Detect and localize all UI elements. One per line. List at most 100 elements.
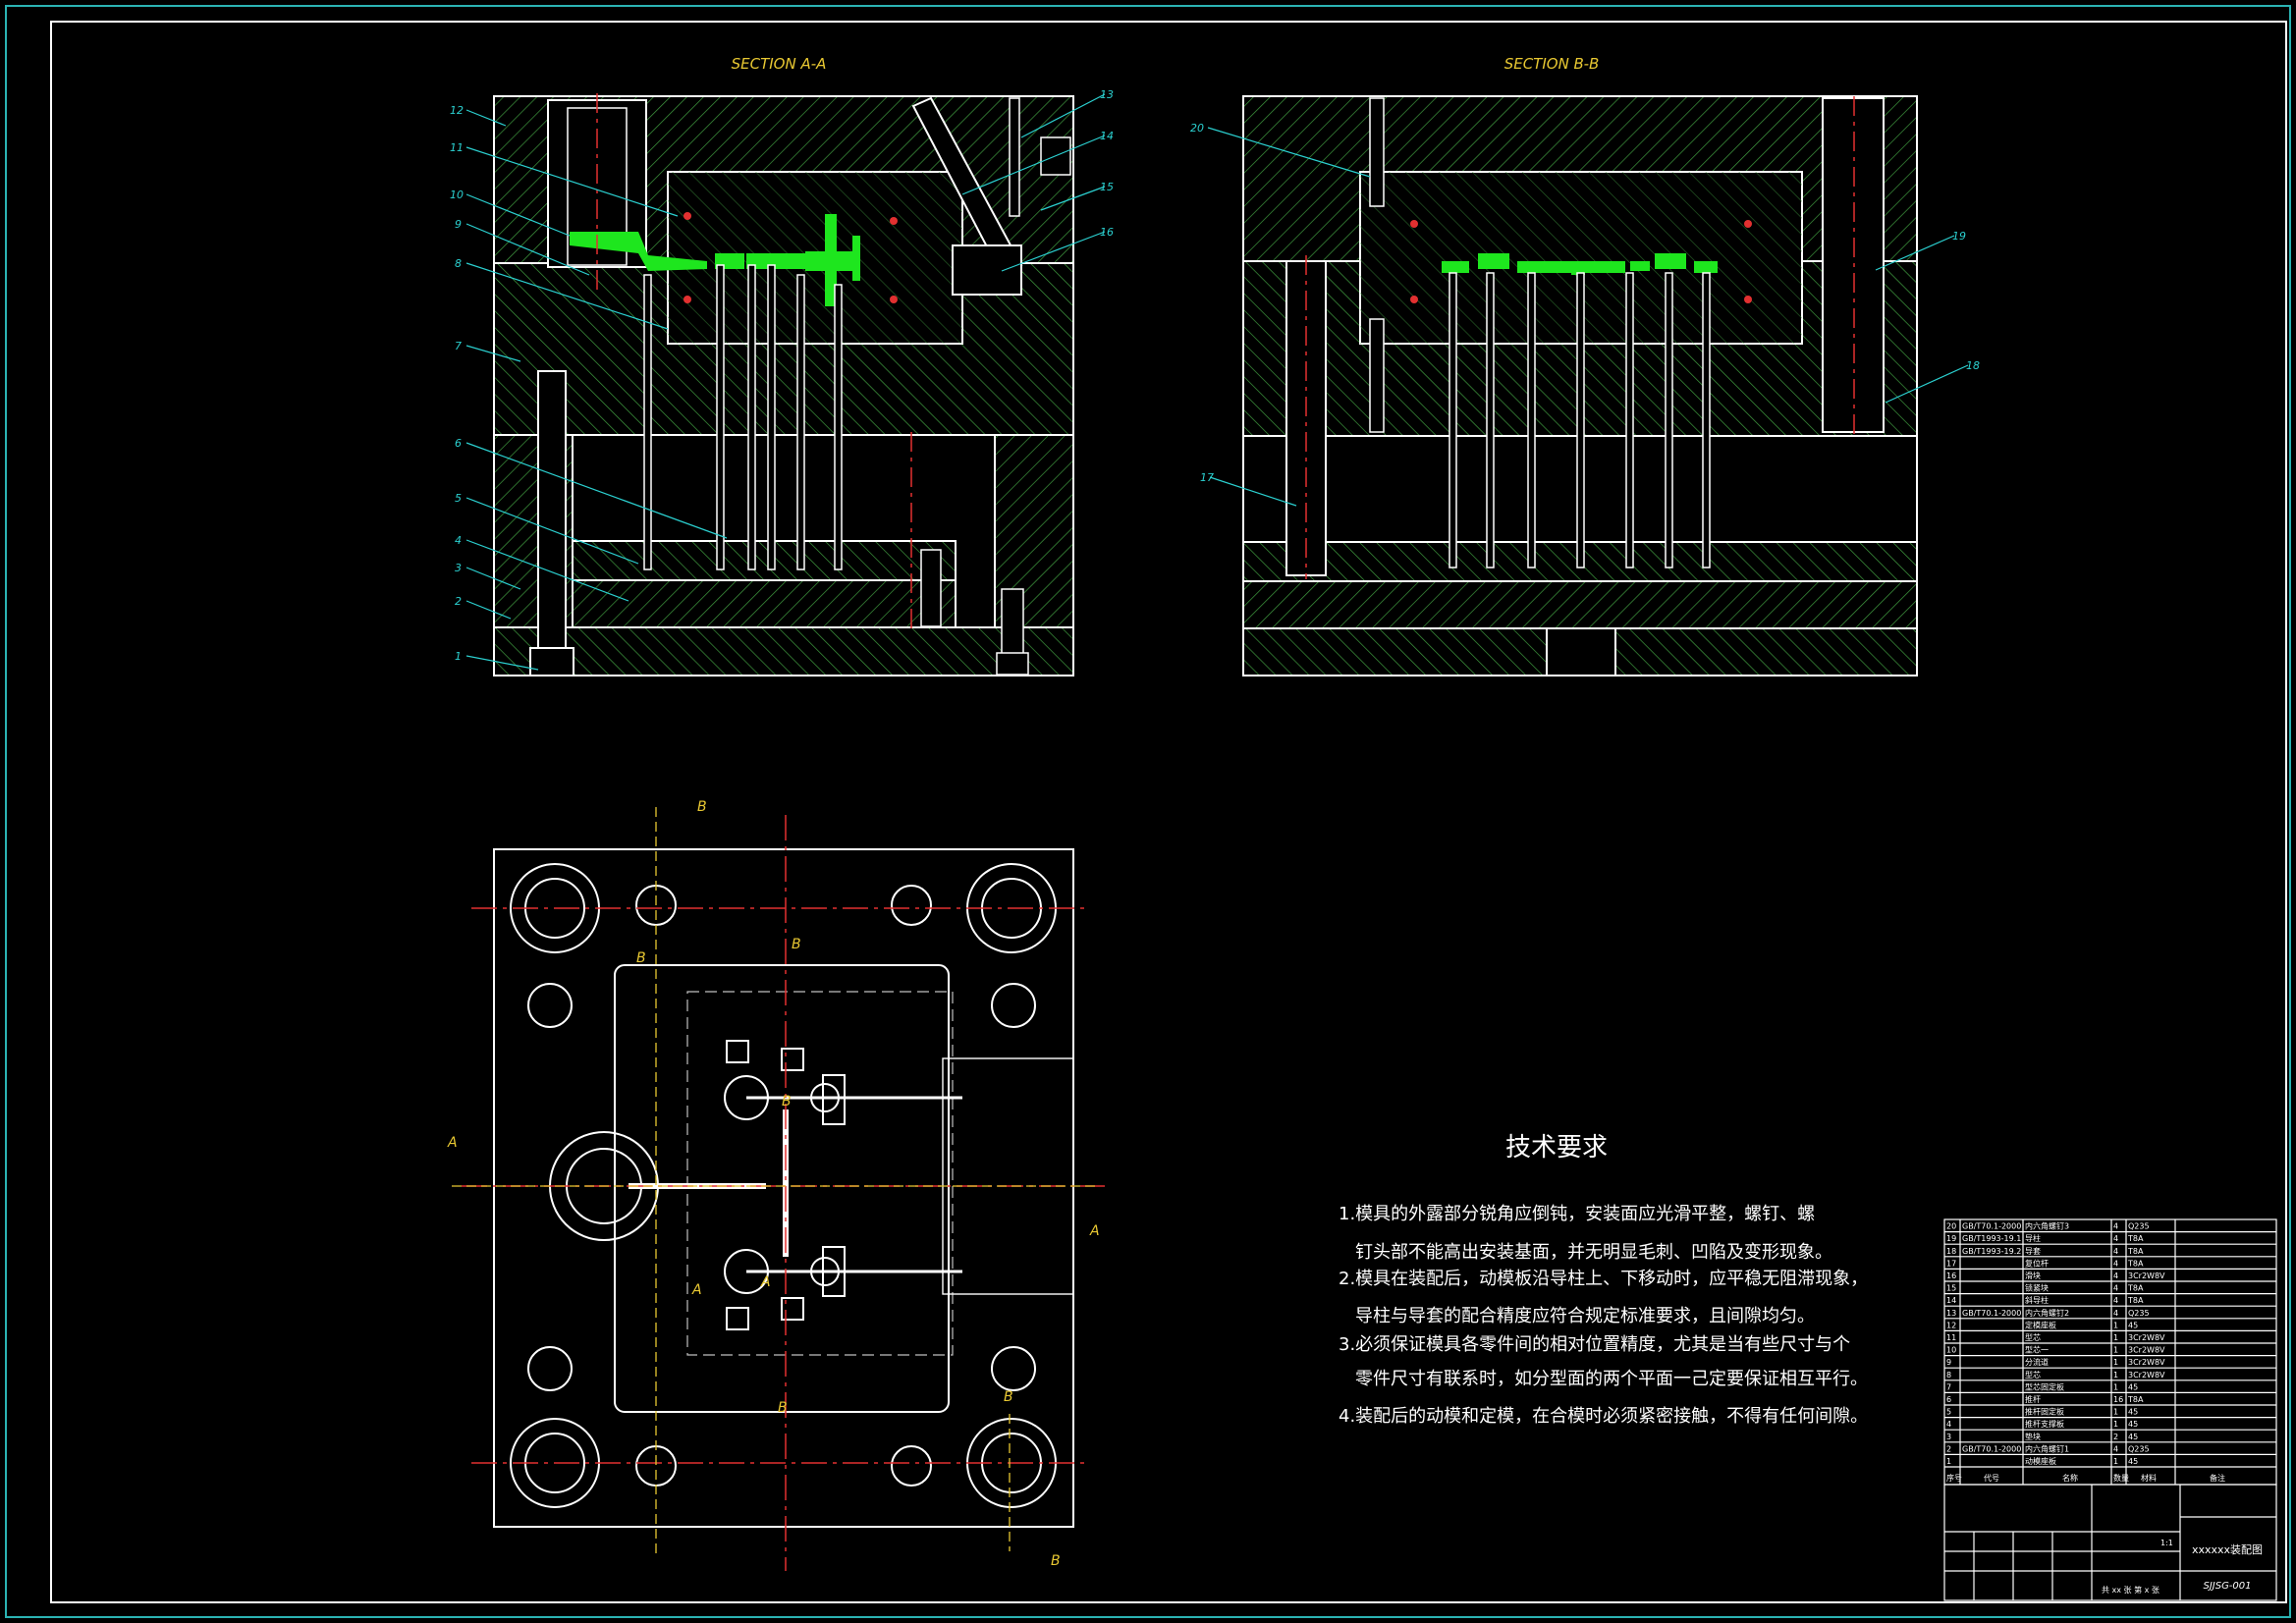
bom-cell: 型芯一 xyxy=(2025,1345,2049,1355)
bom-cell: 14 xyxy=(1946,1296,1956,1305)
bom-cell: 4 xyxy=(2113,1247,2118,1256)
svg-text:B: B xyxy=(1051,1553,1061,1569)
bom-cell: 型芯 xyxy=(2025,1332,2041,1342)
bom-cell: 复位杆 xyxy=(2025,1258,2049,1268)
bom-header: 序号 代号 名称 数量 材料 备注 xyxy=(1946,1473,2225,1483)
bom-cell: 11 xyxy=(1946,1333,1956,1342)
bom-cell: 4 xyxy=(2113,1222,2118,1231)
svg-text:B: B xyxy=(636,950,646,966)
svg-text:B: B xyxy=(697,799,707,815)
bom-cell: 2 xyxy=(2113,1433,2118,1441)
bom-cell: 9 xyxy=(1946,1358,1951,1367)
bom-cell: T8A xyxy=(2127,1395,2144,1404)
svg-text:17: 17 xyxy=(1200,471,1214,484)
svg-text:5: 5 xyxy=(455,492,462,505)
bom-cell: 型芯 xyxy=(2025,1370,2041,1380)
bom-cell: 5 xyxy=(1946,1408,1951,1417)
bom-cell: 20 xyxy=(1946,1222,1956,1231)
bom-cell: 1 xyxy=(2113,1358,2118,1367)
bom-cell: 17 xyxy=(1946,1259,1956,1268)
bom-cell: 内六角螺钉1 xyxy=(2025,1443,2069,1453)
svg-text:14: 14 xyxy=(1100,130,1114,142)
svg-text:A: A xyxy=(760,1274,771,1290)
bom-cell: 1 xyxy=(2113,1333,2118,1342)
bom-cell: 18 xyxy=(1946,1247,1956,1256)
bom-cell: 分流道 xyxy=(2025,1357,2049,1367)
svg-text:9: 9 xyxy=(455,218,462,231)
svg-text:15: 15 xyxy=(1100,181,1114,193)
bom-cell: 6 xyxy=(1946,1395,1951,1404)
bom-cell: 1 xyxy=(2113,1382,2118,1391)
section-b-view: SECTION B-B xyxy=(1242,55,1918,676)
svg-text:8: 8 xyxy=(455,257,462,270)
svg-text:A: A xyxy=(447,1135,458,1151)
sheet-count: 共 xx 张 第 x 张 xyxy=(2102,1585,2159,1595)
bom-cell: GB/T1993-19.2 xyxy=(1962,1247,2021,1256)
svg-text:B: B xyxy=(1004,1389,1013,1405)
section-a-callout-labels: 1 2 3 4 5 6 7 8 9 10 11 12 13 14 15 16 xyxy=(450,88,1114,663)
bom-cell: Q235 xyxy=(2128,1222,2150,1231)
bom-cell: 16 xyxy=(1946,1271,1956,1280)
bom-cell: 4 xyxy=(2113,1259,2118,1268)
bom-cell: 45 xyxy=(2128,1457,2138,1466)
svg-text:材料: 材料 xyxy=(2141,1473,2157,1483)
bom-cell: 1 xyxy=(2113,1346,2118,1355)
svg-text:B: B xyxy=(782,1094,792,1109)
section-b-callout-labels: 17 18 19 20 xyxy=(1190,122,1980,484)
bom-cell: 10 xyxy=(1946,1346,1956,1355)
bom-cell: 16 xyxy=(2113,1395,2123,1404)
bom-cell: 导柱 xyxy=(2025,1233,2041,1243)
plan-cut-labels: B A A B B B B B A A B xyxy=(447,799,1100,1569)
bom-cell: 4 xyxy=(2113,1309,2118,1318)
bom-cell: 垫块 xyxy=(2025,1432,2041,1441)
svg-text:3: 3 xyxy=(455,562,462,574)
bom-cell: 45 xyxy=(2128,1408,2138,1417)
bom-cell: 13 xyxy=(1946,1309,1956,1318)
section-a-callouts xyxy=(465,93,1106,671)
svg-text:20: 20 xyxy=(1190,122,1204,135)
bom-cell: 3Cr2W8V xyxy=(2128,1358,2165,1367)
bom-cell: 3 xyxy=(1946,1433,1951,1441)
bom-cell: 内六角螺钉3 xyxy=(2025,1221,2069,1231)
bom-cell: 3Cr2W8V xyxy=(2128,1333,2165,1342)
bom-cell: 45 xyxy=(2128,1382,2138,1391)
bom-cell: 动模座板 xyxy=(2025,1456,2056,1466)
drawing-scale: 1:1 xyxy=(2160,1539,2173,1547)
bom-cell: 3Cr2W8V xyxy=(2128,1271,2165,1280)
bom-cell: 推杆支撑板 xyxy=(2025,1419,2064,1429)
bom-cell: 1 xyxy=(2113,1420,2118,1429)
bom-cell: 推杆 xyxy=(2025,1394,2041,1404)
section-a-view: SECTION A-A xyxy=(493,55,1074,676)
title-block xyxy=(1943,1484,2277,1601)
section-a-title: SECTION A-A xyxy=(732,55,827,73)
bom-cell: 1 xyxy=(2113,1457,2118,1466)
svg-text:18: 18 xyxy=(1966,359,1980,372)
svg-text:A: A xyxy=(691,1282,702,1298)
bom-cell: 4 xyxy=(2113,1234,2118,1243)
svg-text:19: 19 xyxy=(1952,230,1966,243)
drawing-number: SJJSG-001 xyxy=(2203,1581,2251,1592)
bom-cell: 1 xyxy=(2113,1321,2118,1329)
inner-frame xyxy=(50,21,2287,1603)
bom-cell: 导套 xyxy=(2025,1246,2041,1256)
bom-cell: 7 xyxy=(1946,1382,1951,1391)
bom-table xyxy=(1943,1218,2277,1486)
svg-text:4.装配后的动模和定模，在合模时必须紧密接触，不得有任何间隙: 4.装配后的动模和定模，在合模时必须紧密接触，不得有任何间隙。 xyxy=(1339,1406,1868,1427)
svg-text:4: 4 xyxy=(455,534,462,547)
bom-cell: 锁紧块 xyxy=(2025,1283,2049,1293)
bom-cell: 45 xyxy=(2128,1321,2138,1329)
bom-cell: 45 xyxy=(2128,1433,2138,1441)
svg-text:12: 12 xyxy=(450,104,464,117)
svg-text:1: 1 xyxy=(455,650,462,663)
bom-cell: T8A xyxy=(2127,1296,2144,1305)
section-b-callouts xyxy=(1207,127,1969,507)
svg-text:代号: 代号 xyxy=(1984,1473,1999,1483)
svg-text:导柱与导套的配合精度应符合规定标准要求，且间隙均匀。: 导柱与导套的配合精度应符合规定标准要求，且间隙均匀。 xyxy=(1355,1306,1815,1326)
bom-cell: Q235 xyxy=(2128,1309,2150,1318)
bom-cell: 4 xyxy=(2113,1296,2118,1305)
svg-text:数量: 数量 xyxy=(2113,1473,2129,1483)
bom-cell: 斜导柱 xyxy=(2025,1295,2049,1305)
svg-text:钉头部不能高出安装基面，并无明显毛刺、凹陷及变形现象。: 钉头部不能高出安装基面，并无明显毛刺、凹陷及变形现象。 xyxy=(1355,1242,1832,1263)
bom-cell: 3Cr2W8V xyxy=(2128,1346,2165,1355)
